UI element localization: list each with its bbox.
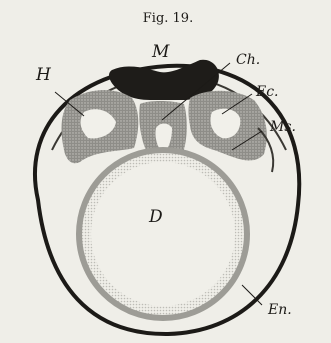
label-ec: Ec. (255, 84, 279, 100)
label-ch: Ch. (236, 52, 260, 68)
label-d: D (148, 207, 163, 227)
figure-title: Fig. 19. (143, 11, 193, 26)
label-en: En. (267, 302, 292, 318)
label-m: M (151, 42, 170, 62)
label-ms: Ms. (269, 119, 296, 135)
label-h: H (35, 65, 52, 85)
yolk-sac-interior (91, 162, 235, 306)
